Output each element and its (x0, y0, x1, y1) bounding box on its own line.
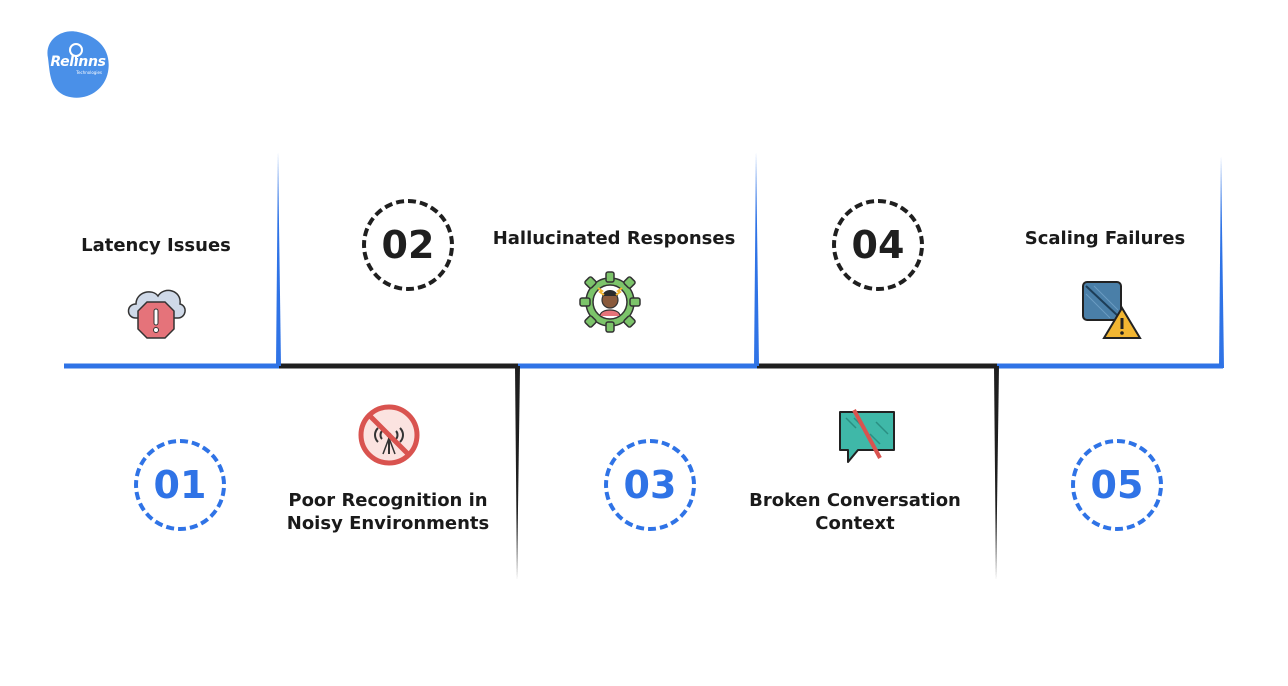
step-label-01-line-1: Poor Recognition in (288, 490, 488, 511)
logo-tagline: Technologies (76, 70, 102, 75)
confused-person-gear-icon (579, 271, 641, 333)
step-label-03-line-2: Context (815, 513, 895, 534)
step-number-03: 03 (604, 439, 696, 531)
step-label-03: Broken Conversation Context (740, 489, 970, 535)
step-label-03-line-1: Broken Conversation (749, 490, 961, 511)
step-label-01-line-2: Noisy Environments (286, 513, 490, 534)
step-label-05: Latency Issues (81, 235, 231, 256)
step-number-02: 02 (362, 199, 454, 291)
muted-chat-icon (839, 409, 895, 463)
step-number-04: 04 (832, 199, 924, 291)
step-label-04: Scaling Failures (1024, 228, 1186, 249)
step-number-05: 05 (1071, 439, 1163, 531)
step-number-01: 01 (134, 439, 226, 531)
no-signal-icon (358, 404, 420, 466)
step-label-01: Poor Recognition in Noisy Environments (266, 489, 510, 535)
scale-warning-icon (1082, 281, 1142, 339)
logo-brand: Relinns (50, 54, 106, 70)
logo-icon (47, 31, 109, 98)
cloud-alert-icon (127, 289, 186, 339)
step-label-02: Hallucinated Responses (492, 228, 736, 249)
